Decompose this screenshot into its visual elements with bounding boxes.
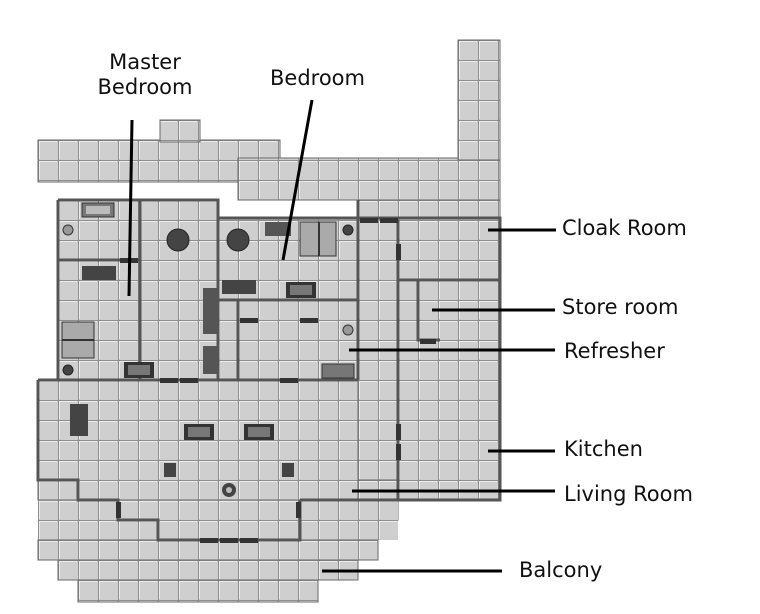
label-kitchen: Kitchen — [564, 437, 643, 461]
doorways — [116, 218, 436, 543]
furniture — [61, 202, 355, 497]
label-leader-lines — [127, 99, 556, 573]
label-refresher: Refresher — [564, 339, 665, 363]
label-master-bedroom: Master Bedroom — [97, 50, 193, 99]
label-balcony: Balcony — [519, 558, 603, 582]
label-store-room: Store room — [562, 295, 679, 319]
label-living-room: Living Room — [564, 482, 693, 506]
label-bedroom: Bedroom — [270, 66, 365, 90]
label-cloak-room: Cloak Room — [562, 216, 687, 240]
floor-area — [37, 39, 501, 603]
